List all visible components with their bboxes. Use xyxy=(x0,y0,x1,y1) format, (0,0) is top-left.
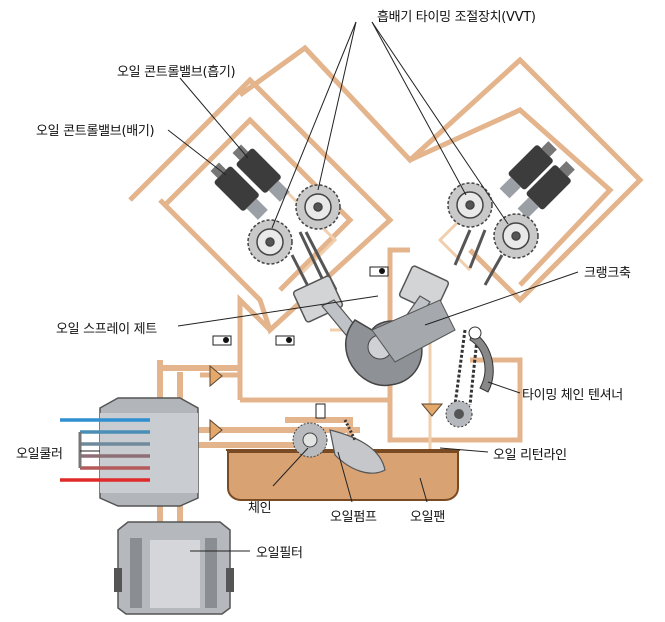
label-timing-chain-tensioner: 타이밍 체인 텐셔너 xyxy=(522,388,623,403)
valve-train-details xyxy=(290,229,504,301)
label-chain: 체인 xyxy=(248,501,272,516)
label-oil-return-line: 오일 리턴라인 xyxy=(493,448,567,463)
oil-pump xyxy=(292,419,386,474)
timing-chain-tensioner xyxy=(468,326,494,393)
oil-cooler xyxy=(60,397,199,507)
label-oil-pan: 오일팬 xyxy=(410,510,445,525)
label-oil-filter: 오일필터 xyxy=(256,546,303,561)
oil-spray-jet-markers xyxy=(212,266,389,419)
leader-lines xyxy=(80,21,579,552)
label-oil-control-valve-exhaust: 오일 콘트롤밸브(배기) xyxy=(36,124,155,139)
label-oil-cooler: 오일쿨러 xyxy=(16,447,63,462)
right-cylinder-head-outline xyxy=(238,44,644,304)
label-vvt: 흡배기 타이밍 조절장치(VVT) xyxy=(377,10,536,25)
oil-filter xyxy=(114,521,234,615)
label-oil-spray-jet: 오일 스프레이 제트 xyxy=(56,322,157,337)
oil-control-valve-exhaust-left xyxy=(210,162,268,220)
vvt-sprockets xyxy=(247,182,539,265)
oil-control-valve-right-1 xyxy=(499,141,557,199)
oil-control-valve-right-2 xyxy=(517,161,575,219)
label-oil-control-valve-intake: 오일 콘트롤밸브(흡기) xyxy=(117,65,236,80)
crankshaft xyxy=(344,299,456,387)
left-cylinder-head-outline xyxy=(128,76,394,335)
label-oil-pump: 오일펌프 xyxy=(330,510,377,525)
label-crankshaft: 크랭크축 xyxy=(584,266,631,281)
crank-sprocket xyxy=(445,400,473,428)
